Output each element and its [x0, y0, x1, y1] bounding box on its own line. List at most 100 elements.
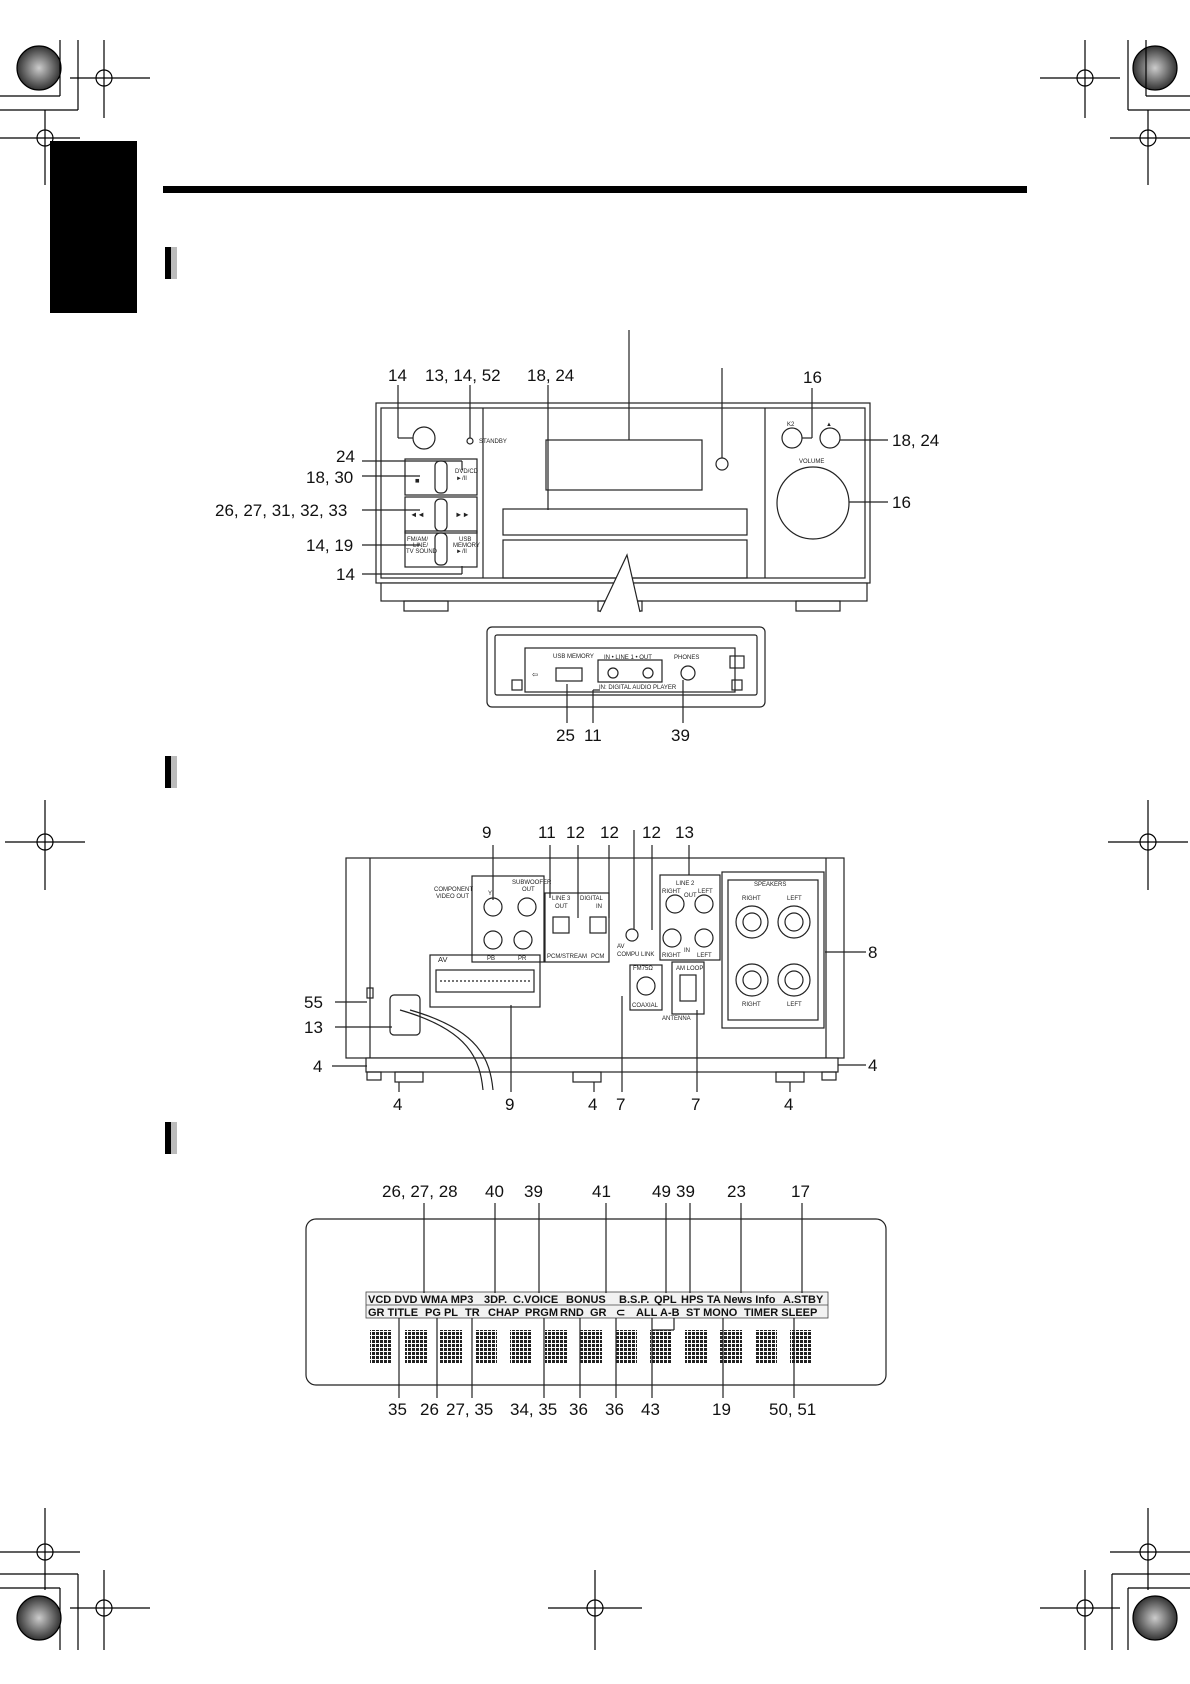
speaker-right-plus[interactable]: [735, 905, 769, 939]
indicator-label: PG PL: [425, 1307, 458, 1319]
svg-text:18, 24: 18, 24: [527, 366, 574, 385]
svg-text:18, 30: 18, 30: [306, 468, 353, 487]
display-callout: 34, 35: [510, 1400, 557, 1419]
indicator-label: ALL: [636, 1307, 658, 1319]
segment-char: [510, 1330, 532, 1364]
svg-text:FM/AM/: FM/AM/: [407, 537, 428, 543]
speaker-left-minus[interactable]: [777, 963, 811, 997]
segment-char: [720, 1330, 742, 1364]
indicator-label: RND: [560, 1307, 584, 1319]
am-loop-terminal[interactable]: [679, 974, 697, 1002]
svg-text:14, 19: 14, 19: [306, 536, 353, 555]
svg-text:STANDBY: STANDBY: [479, 439, 507, 445]
registration-target-icon: [1132, 45, 1178, 91]
svg-text:RIGHT: RIGHT: [742, 896, 761, 902]
svg-text:7: 7: [616, 1095, 625, 1114]
indicator-label: ⊂: [616, 1307, 625, 1319]
registration-target-icon: [16, 1595, 62, 1641]
svg-text:VIDEO OUT: VIDEO OUT: [436, 894, 469, 900]
svg-text:9: 9: [482, 823, 491, 842]
segment-char: [650, 1330, 672, 1364]
svg-text:PHONES: PHONES: [674, 655, 699, 661]
svg-text:K2: K2: [787, 422, 795, 428]
svg-text:COAXIAL: COAXIAL: [632, 1003, 659, 1009]
display-callout: 26: [420, 1400, 439, 1419]
svg-text:PCM: PCM: [591, 954, 604, 960]
svg-text:◄◄: ◄◄: [410, 510, 425, 519]
line2-out-left[interactable]: [694, 894, 714, 914]
svg-text:AM LOOP: AM LOOP: [676, 966, 703, 972]
svg-text:12: 12: [642, 823, 661, 842]
svg-text:COMPONENT: COMPONENT: [434, 887, 473, 893]
digital-optical-in[interactable]: [589, 916, 607, 934]
svg-text:12: 12: [600, 823, 619, 842]
speaker-right-minus[interactable]: [735, 963, 769, 997]
pb-jack[interactable]: [483, 930, 503, 950]
svg-text:OUT: OUT: [522, 887, 535, 893]
line1-in-jack[interactable]: [607, 667, 619, 679]
fm-antenna-jack[interactable]: [636, 976, 656, 996]
speaker-left-plus[interactable]: [777, 905, 811, 939]
indicator-label: VCD DVD WMA MP3: [368, 1294, 473, 1306]
svg-text:13: 13: [304, 1018, 323, 1037]
line2-in-left[interactable]: [694, 928, 714, 948]
svg-text:13, 14, 52: 13, 14, 52: [425, 366, 501, 385]
display-callout: 19: [712, 1400, 731, 1419]
svg-text:VOLUME: VOLUME: [799, 459, 824, 465]
segment-char: [755, 1330, 777, 1364]
svg-text:►/II: ►/II: [456, 549, 467, 555]
front-panel-text: STANDBY DVD/CD ►/II ■ ◄◄ ►► FM/AM/ LINE/…: [215, 366, 939, 745]
phones-jack[interactable]: [680, 665, 696, 681]
svg-text:LEFT: LEFT: [697, 953, 712, 959]
rear-panel-diagram: [332, 830, 866, 1092]
compu-link-jack[interactable]: [625, 928, 639, 942]
pr-jack[interactable]: [513, 930, 533, 950]
rear-panel-text: COMPONENT VIDEO OUT Y PB PR SUBWOOFER OU…: [304, 823, 877, 1114]
front-subpanel: [486, 626, 766, 708]
svg-text:4: 4: [313, 1057, 322, 1076]
segment-characters: [370, 1330, 812, 1364]
svg-text:ANTENNA: ANTENNA: [662, 1016, 691, 1022]
svg-text:26, 27, 31, 32, 33: 26, 27, 31, 32, 33: [215, 501, 347, 520]
svg-text:14: 14: [388, 366, 407, 385]
indicator-label: QPL: [654, 1294, 677, 1306]
svg-text:4: 4: [784, 1095, 793, 1114]
svg-text:24: 24: [336, 447, 355, 466]
section-markers: [165, 247, 177, 1154]
line1-out-jack[interactable]: [642, 667, 654, 679]
line2-out-right[interactable]: [665, 894, 685, 914]
svg-text:LEFT: LEFT: [698, 889, 713, 895]
svg-text:RIGHT: RIGHT: [742, 1002, 761, 1008]
line3-optical-out[interactable]: [552, 916, 570, 934]
eject-button[interactable]: [819, 427, 841, 449]
display-callout: 41: [592, 1182, 611, 1201]
svg-text:4: 4: [393, 1095, 402, 1114]
svg-text:11: 11: [584, 726, 602, 745]
display-callout: 36: [605, 1400, 624, 1419]
display-callout: 23: [727, 1182, 746, 1201]
display-callout: 36: [569, 1400, 588, 1419]
svg-text:USB: USB: [459, 537, 471, 543]
indicator-label: TIMER SLEEP: [744, 1307, 817, 1319]
display-callout: 50, 51: [769, 1400, 816, 1419]
line2-block: [659, 874, 721, 961]
indicator-label: TA News Info: [707, 1294, 776, 1306]
subwoofer-jack[interactable]: [517, 897, 537, 917]
svg-text:COMPU LINK: COMPU LINK: [617, 952, 654, 958]
segment-char: [475, 1330, 497, 1364]
line2-in-right[interactable]: [662, 928, 682, 948]
svg-text:TV SOUND: TV SOUND: [406, 549, 438, 555]
volume-knob[interactable]: [776, 466, 850, 540]
svg-text:9: 9: [505, 1095, 514, 1114]
display-callout: 26, 27, 28: [382, 1182, 458, 1201]
av-scart-connector[interactable]: [435, 969, 535, 993]
svg-text:39: 39: [671, 726, 690, 745]
usb-port[interactable]: [555, 667, 583, 682]
svg-text:LINE 2: LINE 2: [676, 881, 695, 887]
indicator-label: A.STBY: [783, 1294, 824, 1306]
svg-text:SUBWOOFER: SUBWOOFER: [512, 880, 552, 886]
svg-text:16: 16: [803, 368, 822, 387]
svg-text:MEMORY: MEMORY: [453, 543, 480, 549]
